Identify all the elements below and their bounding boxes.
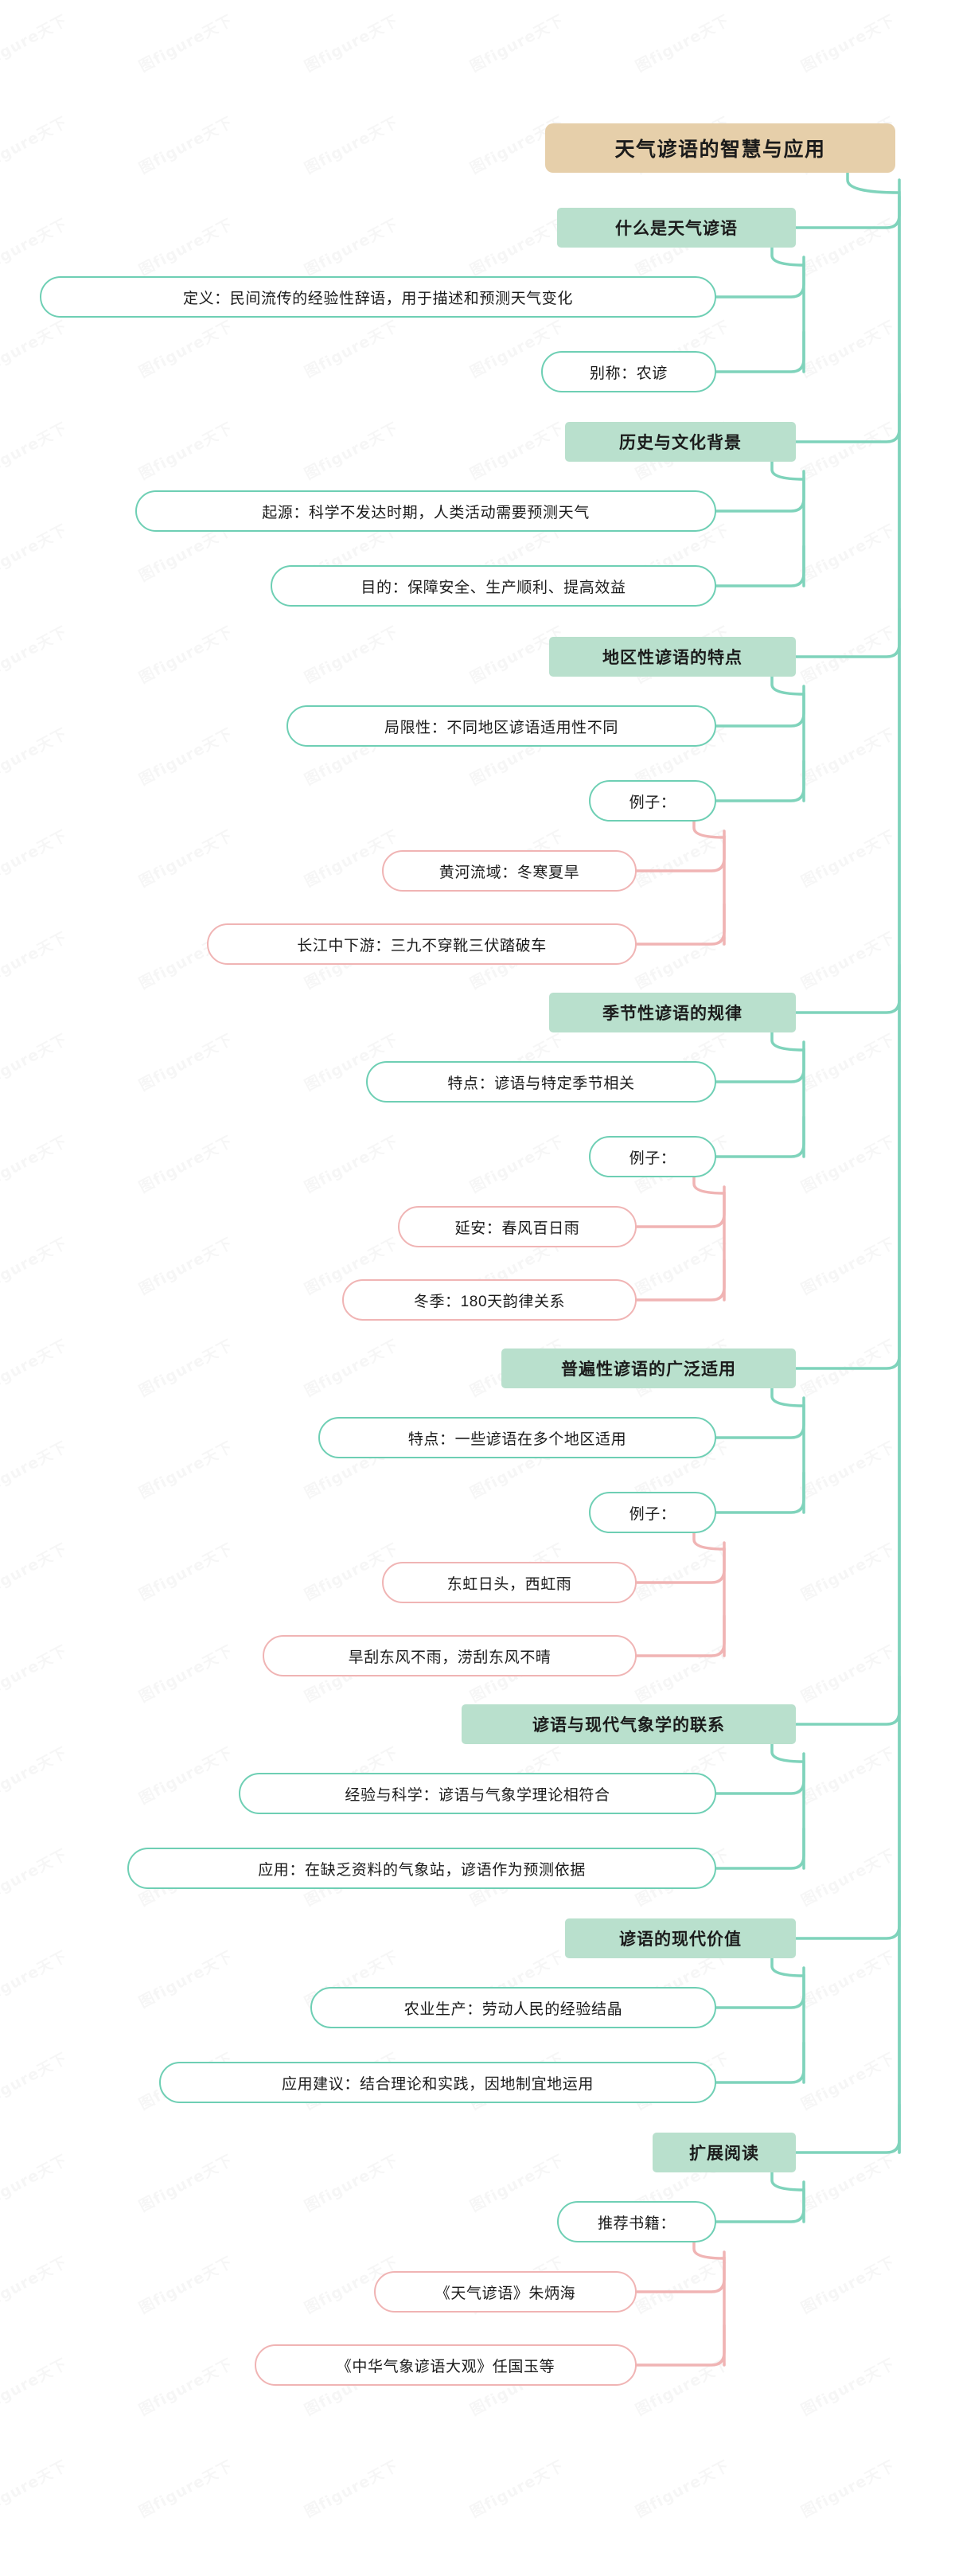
mindmap-node-leaf-b3c1[interactable]: 例子：	[589, 1136, 716, 1177]
mindmap-node-example-b4e0[interactable]: 东虹日头，西虹雨	[382, 1562, 637, 1603]
mindmap-node-leaf-b1c1[interactable]: 目的：保障安全、生产顺利、提高效益	[271, 565, 716, 607]
mindmap-node-example-b4e1[interactable]: 旱刮东风不雨，涝刮东风不晴	[263, 1635, 637, 1676]
mindmap-node-branch-b7[interactable]: 扩展阅读	[653, 2133, 796, 2172]
mindmap-node-leaf-b2c1[interactable]: 例子：	[589, 780, 716, 822]
mindmap-node-leaf-b2c0[interactable]: 局限性：不同地区谚语适用性不同	[286, 705, 716, 747]
mindmap-node-branch-b6[interactable]: 谚语的现代价值	[565, 1918, 796, 1958]
mindmap-node-leaf-b6c1[interactable]: 应用建议：结合理论和实践，因地制宜地运用	[159, 2062, 716, 2103]
mindmap-node-leaf-b5c1[interactable]: 应用：在缺乏资料的气象站，谚语作为预测依据	[127, 1848, 716, 1889]
mindmap-node-leaf-b7c0[interactable]: 推荐书籍：	[557, 2201, 716, 2242]
mindmap-node-leaf-b4c0[interactable]: 特点：一些谚语在多个地区适用	[318, 1417, 716, 1458]
mindmap-node-branch-b4[interactable]: 普遍性谚语的广泛适用	[501, 1348, 796, 1388]
mindmap-node-leaf-b1c0[interactable]: 起源：科学不发达时期，人类活动需要预测天气	[135, 490, 716, 532]
mindmap-node-example-b2e0[interactable]: 黄河流域：冬寒夏旱	[382, 850, 637, 892]
mindmap-node-leaf-b0c0[interactable]: 定义：民间流传的经验性辞语，用于描述和预测天气变化	[40, 276, 716, 318]
mindmap-node-branch-b0[interactable]: 什么是天气谚语	[557, 208, 796, 248]
mindmap-node-leaf-b0c1[interactable]: 别称：农谚	[541, 351, 716, 392]
mindmap-node-example-b2e1[interactable]: 长江中下游：三九不穿靴三伏踏破车	[207, 923, 637, 965]
mindmap-node-leaf-b3c0[interactable]: 特点：谚语与特定季节相关	[366, 1061, 716, 1103]
mindmap-node-leaf-b5c0[interactable]: 经验与科学：谚语与气象学理论相符合	[239, 1773, 716, 1814]
mindmap-node-branch-b2[interactable]: 地区性谚语的特点	[549, 637, 796, 677]
mindmap-node-example-b7e1[interactable]: 《中华气象谚语大观》任国玉等	[255, 2344, 637, 2386]
mindmap-node-leaf-b6c0[interactable]: 农业生产：劳动人民的经验结晶	[310, 1987, 716, 2028]
mindmap-node-example-b7e0[interactable]: 《天气谚语》朱炳海	[374, 2271, 637, 2313]
mindmap-node-example-b3e0[interactable]: 延安：春风百日雨	[398, 1206, 637, 1247]
mindmap-node-leaf-b4c1[interactable]: 例子：	[589, 1492, 716, 1533]
mindmap-node-root-root[interactable]: 天气谚语的智慧与应用	[545, 123, 895, 173]
mindmap-node-branch-b5[interactable]: 谚语与现代气象学的联系	[462, 1704, 796, 1744]
mindmap-node-branch-b3[interactable]: 季节性谚语的规律	[549, 993, 796, 1032]
mindmap-node-branch-b1[interactable]: 历史与文化背景	[565, 422, 796, 462]
mindmap-node-example-b3e1[interactable]: 冬季：180天韵律关系	[342, 1279, 637, 1321]
